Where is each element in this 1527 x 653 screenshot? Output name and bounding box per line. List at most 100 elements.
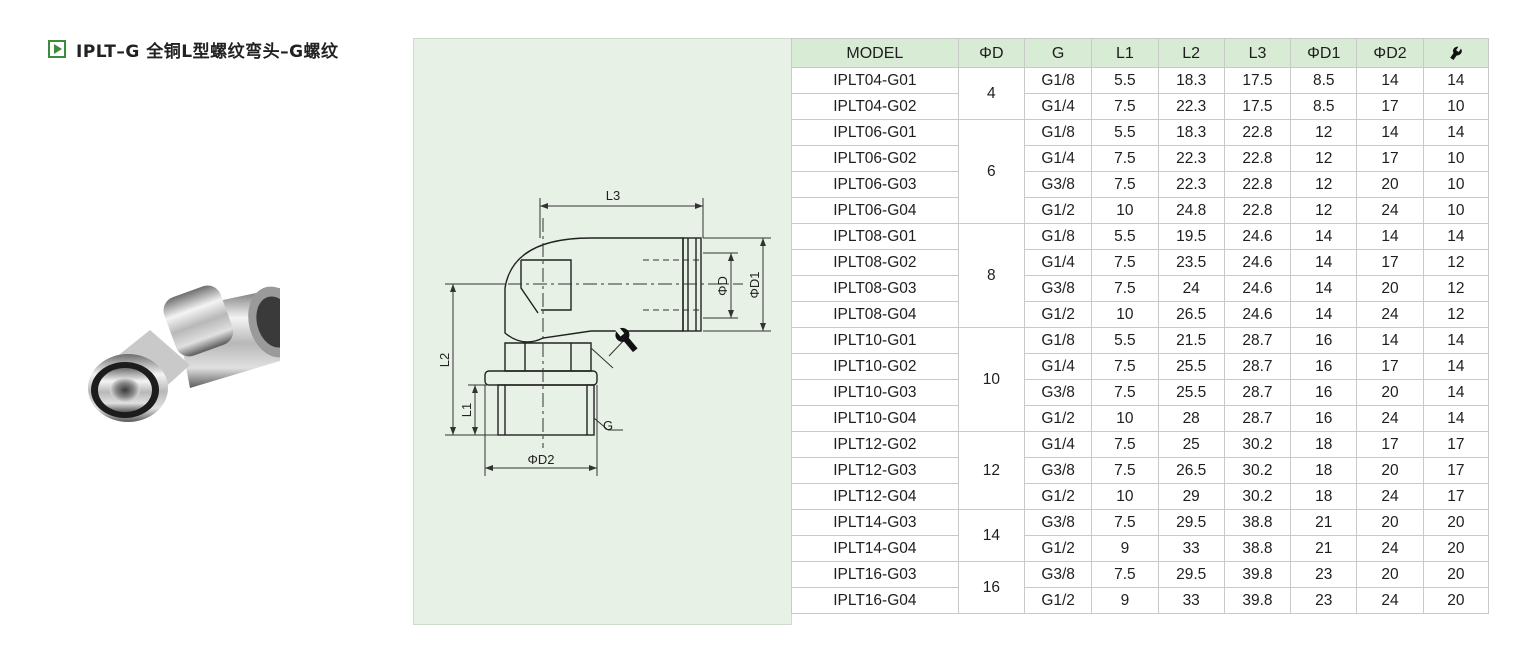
- cell-wrench-size: 14: [1422, 327, 1490, 354]
- cell-phi-d1: 18: [1290, 431, 1358, 458]
- cell-phi-d1: 12: [1290, 171, 1358, 198]
- cell-l2: 25: [1157, 431, 1225, 458]
- cell-wrench-size: 14: [1422, 119, 1490, 146]
- cell-g: G3/8: [1023, 561, 1093, 588]
- header-phi-d2: ΦD2: [1356, 38, 1424, 68]
- cell-g: G1/8: [1023, 327, 1093, 354]
- cell-l1: 7.5: [1091, 561, 1159, 588]
- cell-l2: 18.3: [1157, 119, 1225, 146]
- cell-l2: 29.5: [1157, 509, 1225, 536]
- cell-l2: 23.5: [1157, 249, 1225, 276]
- table-header-row: MODEL ΦD G L1 L2 L3 ΦD1 ΦD2: [791, 38, 1490, 68]
- cell-phi-d1: 14: [1290, 223, 1358, 250]
- cell-phi-d2: 24: [1356, 197, 1424, 224]
- cell-l2: 26.5: [1157, 457, 1225, 484]
- cell-l1: 5.5: [1091, 119, 1159, 146]
- cell-l2: 22.3: [1157, 145, 1225, 172]
- cell-phi-d2: 20: [1356, 275, 1424, 302]
- cell-l2: 24.8: [1157, 197, 1225, 224]
- cell-g: G1/2: [1023, 197, 1093, 224]
- cell-model: IPLT16-G04: [791, 587, 959, 614]
- cell-wrench-size: 12: [1422, 249, 1490, 276]
- cell-l2: 22.3: [1157, 171, 1225, 198]
- cell-l1: 5.5: [1091, 327, 1159, 354]
- cell-phi-d2: 17: [1356, 93, 1424, 120]
- cell-l1: 7.5: [1091, 171, 1159, 198]
- cell-l2: 24: [1157, 275, 1225, 302]
- cell-model: IPLT16-G03: [791, 561, 959, 588]
- cell-wrench-size: 17: [1422, 457, 1490, 484]
- cell-model: IPLT06-G02: [791, 145, 959, 172]
- cell-l2: 25.5: [1157, 379, 1225, 406]
- section-title: IPLT–G 全铜L型螺纹弯头–G螺纹: [48, 37, 339, 62]
- cell-phi-d: 6: [957, 119, 1025, 224]
- cell-l1: 7.5: [1091, 93, 1159, 120]
- header-l1: L1: [1091, 38, 1159, 68]
- cell-g: G3/8: [1023, 379, 1093, 406]
- cell-model: IPLT10-G01: [791, 327, 959, 354]
- cell-l3: 28.7: [1223, 353, 1292, 380]
- cell-phi-d2: 17: [1356, 431, 1424, 458]
- cell-phi-d1: 8.5: [1290, 93, 1358, 120]
- cell-l3: 22.8: [1223, 171, 1292, 198]
- cell-g: G1/8: [1023, 67, 1093, 94]
- cell-l3: 30.2: [1223, 431, 1292, 458]
- cell-l3: 22.8: [1223, 119, 1292, 146]
- cell-phi-d2: 20: [1356, 379, 1424, 406]
- cell-wrench-size: 20: [1422, 535, 1490, 562]
- cell-g: G1/2: [1023, 535, 1093, 562]
- header-l3: L3: [1223, 38, 1292, 68]
- cell-model: IPLT12-G03: [791, 457, 959, 484]
- cell-l1: 7.5: [1091, 275, 1159, 302]
- cell-wrench-size: 14: [1422, 353, 1490, 380]
- cell-phi-d2: 24: [1356, 535, 1424, 562]
- cell-g: G1/4: [1023, 431, 1093, 458]
- cell-model: IPLT08-G04: [791, 301, 959, 328]
- cell-l3: 30.2: [1223, 457, 1292, 484]
- cell-l3: 28.7: [1223, 379, 1292, 406]
- cell-wrench-size: 14: [1422, 67, 1490, 94]
- cell-phi-d2: 20: [1356, 171, 1424, 198]
- cell-model: IPLT08-G02: [791, 249, 959, 276]
- cell-phi-d2: 20: [1356, 457, 1424, 484]
- cell-l3: 28.7: [1223, 405, 1292, 432]
- cell-phi-d: 12: [957, 431, 1025, 510]
- technical-drawing: L3 L2 L1 ΦD ΦD1 ΦD2 G: [437, 188, 771, 476]
- header-phi-d: ΦD: [957, 38, 1025, 68]
- wrench-icon: [615, 327, 638, 353]
- cell-l1: 7.5: [1091, 509, 1159, 536]
- cell-g: G1/8: [1023, 223, 1093, 250]
- cell-l3: 24.6: [1223, 301, 1292, 328]
- cell-l1: 7.5: [1091, 379, 1159, 406]
- cell-phi-d1: 18: [1290, 483, 1358, 510]
- cell-l2: 21.5: [1157, 327, 1225, 354]
- cell-l1: 7.5: [1091, 353, 1159, 380]
- cell-l3: 30.2: [1223, 483, 1292, 510]
- label-phi-d: ΦD: [715, 276, 730, 296]
- label-phi-d1: ΦD1: [747, 272, 762, 299]
- cell-l2: 26.5: [1157, 301, 1225, 328]
- cell-l3: 22.8: [1223, 145, 1292, 172]
- cell-l2: 33: [1157, 535, 1225, 562]
- header-g: G: [1023, 38, 1093, 68]
- cell-g: G1/2: [1023, 483, 1093, 510]
- cell-l3: 24.6: [1223, 249, 1292, 276]
- cell-l1: 10: [1091, 301, 1159, 328]
- cell-phi-d1: 23: [1290, 587, 1358, 614]
- cell-g: G1/4: [1023, 145, 1093, 172]
- cell-phi-d2: 24: [1356, 405, 1424, 432]
- cell-model: IPLT10-G03: [791, 379, 959, 406]
- cell-phi-d2: 24: [1356, 587, 1424, 614]
- cell-model: IPLT06-G04: [791, 197, 959, 224]
